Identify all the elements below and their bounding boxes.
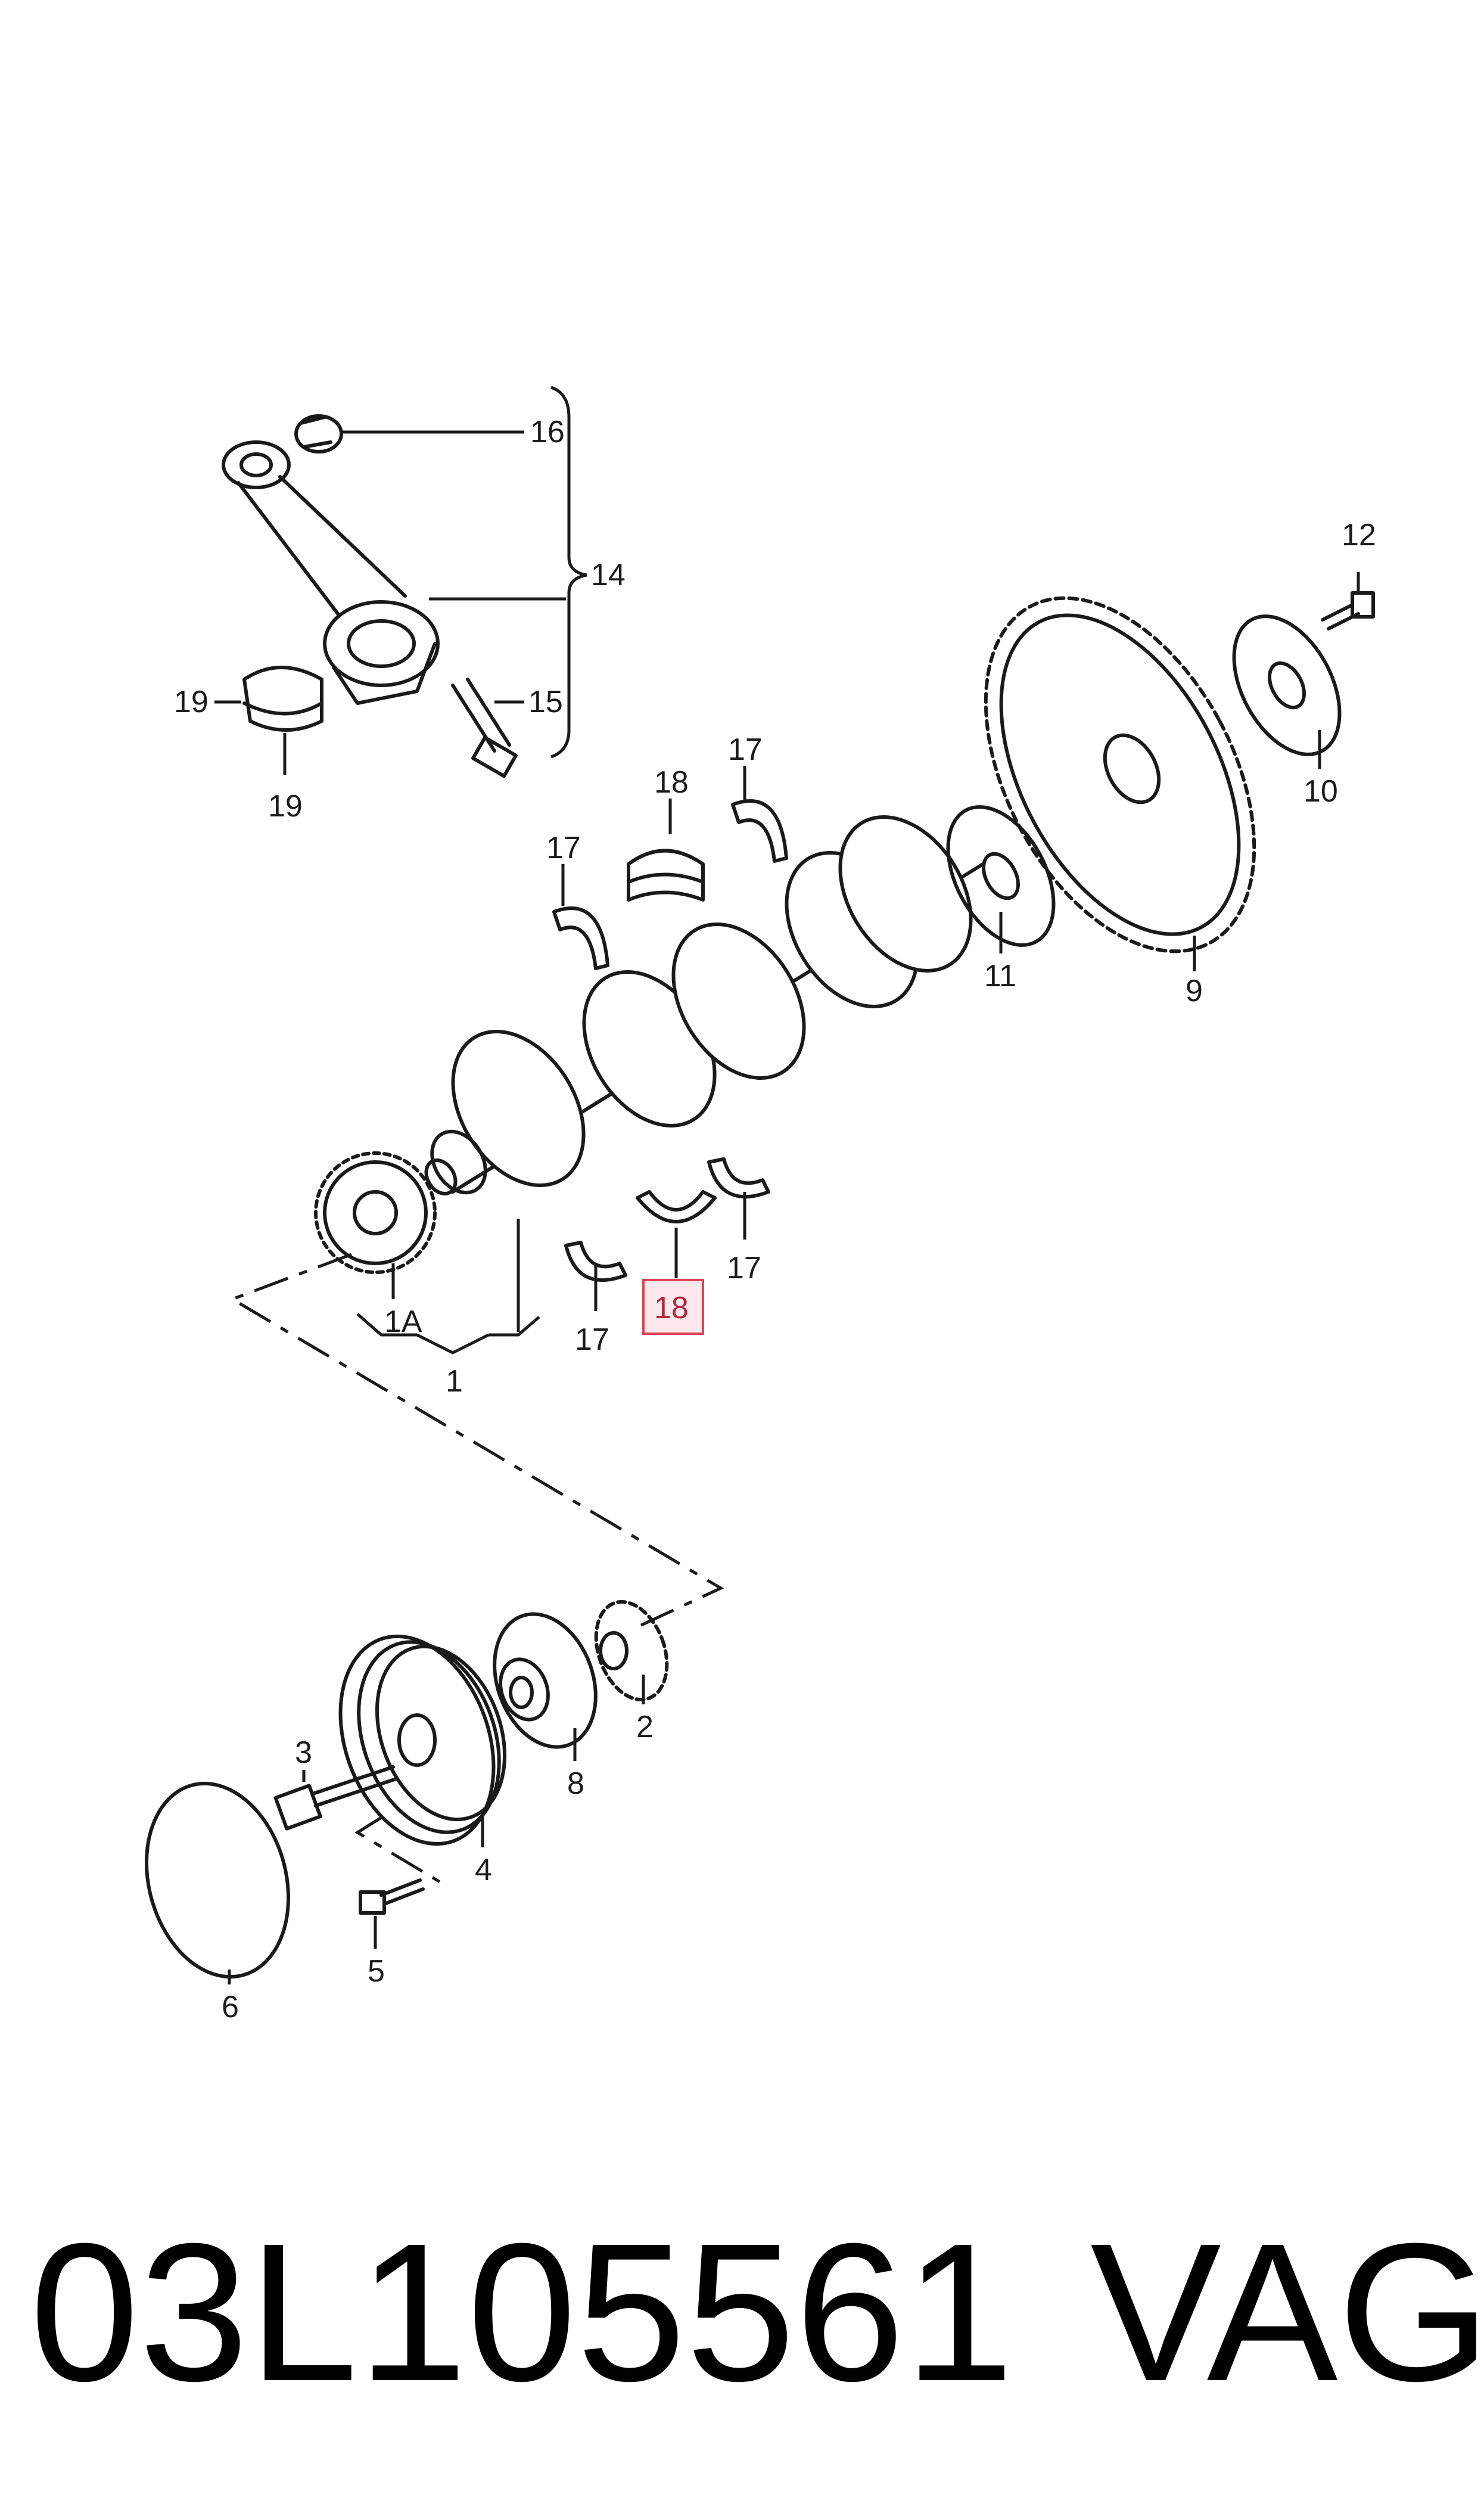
callout-11: 11 <box>984 959 1016 993</box>
vibration-damper-hub <box>493 1612 598 1749</box>
callout-1: 1 <box>446 1364 463 1399</box>
thrust-washer-lower-right <box>707 1157 770 1199</box>
callout-1A: 1A <box>384 1304 422 1339</box>
crankshaft-gear <box>314 1151 437 1274</box>
part-number: 03L105561 <box>30 2202 1014 2422</box>
thrust-washer-upper-right <box>731 799 788 863</box>
callout-3: 3 <box>295 1735 312 1770</box>
timing-sprocket <box>594 1599 669 1702</box>
thrust-washer-upper-left <box>552 906 609 970</box>
callout-17-upper-right: 17 <box>728 732 763 767</box>
callout-19-left: 19 <box>174 685 209 719</box>
callout-4: 4 <box>475 1853 492 1887</box>
main-bearing-shell-upper <box>627 849 705 902</box>
callout-6: 6 <box>222 1990 239 2024</box>
cover-cap <box>144 1781 291 1979</box>
brand-name: VAG <box>1090 2202 1484 2422</box>
spacer-plate <box>946 805 1056 947</box>
callout-15: 15 <box>528 685 563 719</box>
connecting-rod <box>222 440 440 705</box>
pressure-plate <box>1232 614 1342 756</box>
crankshaft <box>424 815 985 1195</box>
callout-12: 12 <box>1342 518 1376 552</box>
con-rod-bearing-shell <box>242 666 323 732</box>
belt-pulley <box>338 1634 507 1846</box>
callout-17-lower-right: 17 <box>727 1251 761 1285</box>
callout-2: 2 <box>636 1710 654 1744</box>
con-rod-bolt <box>451 678 518 778</box>
callout-10: 10 <box>1303 774 1338 809</box>
highlighted-callout-18[interactable]: 18 <box>642 1279 704 1335</box>
flywheel-bolt <box>1321 591 1375 630</box>
callout-9: 9 <box>1186 974 1203 1008</box>
callout-5: 5 <box>368 1954 385 1989</box>
thrust-washer-lower-left <box>564 1241 627 1282</box>
callout-8: 8 <box>567 1766 584 1801</box>
small-end-bush <box>294 414 343 454</box>
main-bearing-shell-lower <box>636 1190 717 1223</box>
assembly-axis-line <box>229 1253 724 1629</box>
damper-bolt <box>359 1878 425 1915</box>
callout-14: 14 <box>591 558 626 592</box>
callout-16: 16 <box>530 415 565 449</box>
svg-text:18: 18 <box>654 1291 689 1325</box>
callout-18-upper: 18 <box>654 765 689 800</box>
pulley-bolt <box>273 1765 398 1831</box>
callout-17-upper-left: 17 <box>546 831 581 865</box>
callout-17-lower-left: 17 <box>575 1322 609 1357</box>
callout-19-bottom: 19 <box>268 789 303 824</box>
